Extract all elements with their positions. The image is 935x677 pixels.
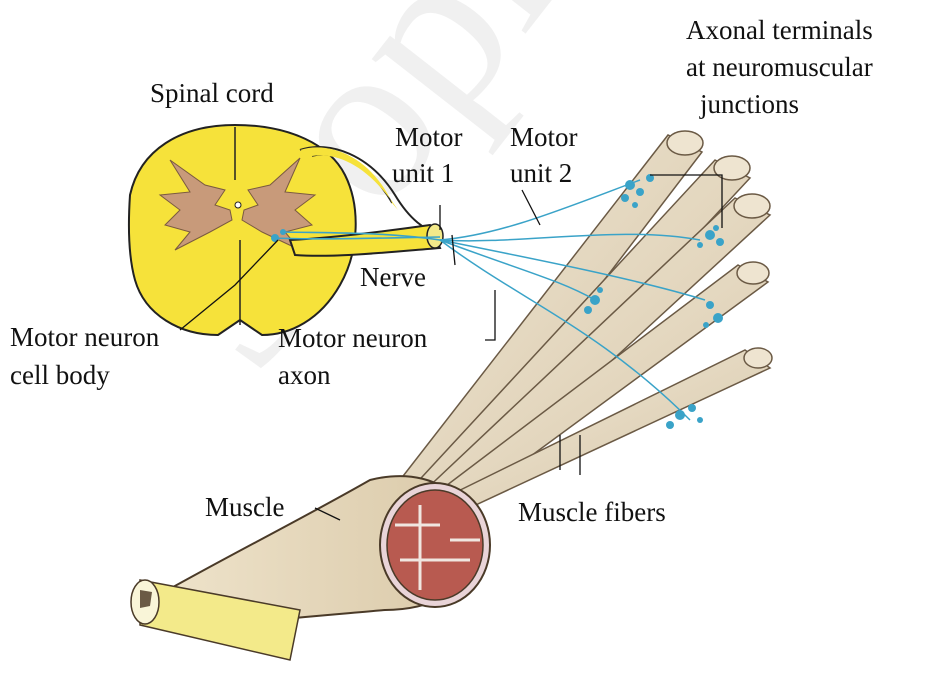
- label-nerve: Nerve: [360, 262, 426, 292]
- label-motor-unit-2-line1: Motor: [510, 122, 578, 152]
- label-motor-unit-1-line2: unit 1: [392, 158, 454, 188]
- label-spinal-cord: Spinal cord: [150, 78, 274, 108]
- label-motor-unit-2-line2: unit 2: [510, 158, 572, 188]
- label-axonal-terminals-line3: junctions: [700, 89, 799, 119]
- label-motor-unit-1-line1: Motor: [395, 122, 463, 152]
- label-motor-neuron-cell-body-line2: cell body: [10, 360, 110, 390]
- label-muscle: Muscle: [205, 492, 284, 522]
- label-motor-neuron-cell-body-line1: Motor neuron: [10, 322, 159, 352]
- label-axonal-terminals-line2: at neuromuscular: [686, 52, 873, 82]
- spinal-cord-section: [129, 125, 443, 335]
- label-muscle-fibers: Muscle fibers: [518, 497, 666, 527]
- label-motor-neuron-axon-line1: Motor neuron: [278, 323, 427, 353]
- label-motor-neuron-axon-line2: axon: [278, 360, 330, 390]
- label-axonal-terminals-line1: Axonal terminals: [686, 15, 873, 45]
